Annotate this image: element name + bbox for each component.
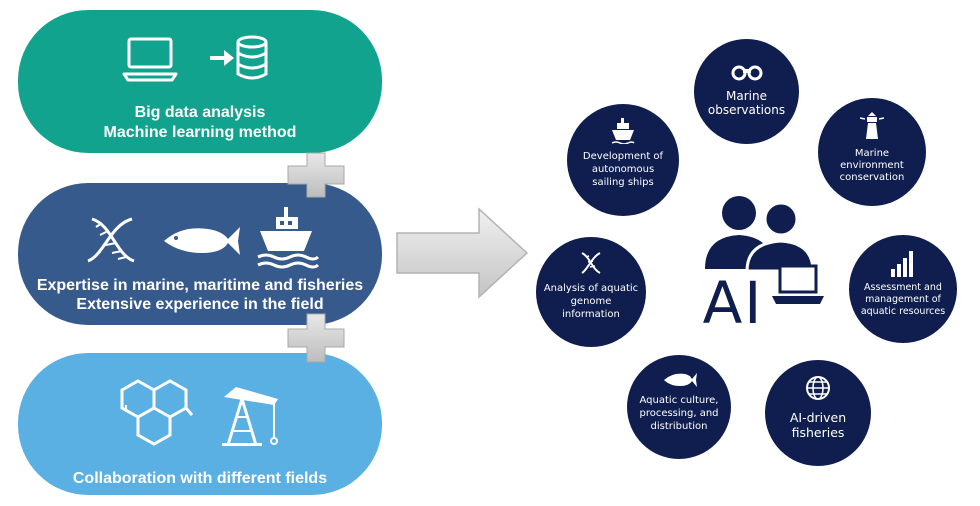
dna-icon [581, 252, 601, 274]
autonomous-circle: Development of autonomous sailing ships [567, 104, 679, 216]
aquatic-culture-line1: Aquatic culture, [639, 395, 719, 406]
people-icon [705, 196, 815, 271]
big-data-pill: Big data analysis Machine learning metho… [18, 10, 382, 153]
ai-fisheries-line1: AI-driven [789, 410, 847, 425]
ship-icon [611, 118, 635, 144]
expertise-line2: Extensive experience in the field [76, 296, 324, 313]
big-data-line1: Big data analysis [134, 104, 266, 121]
assessment-line2: management of [865, 294, 941, 305]
genome-line1: Analysis of aquatic [543, 283, 639, 294]
autonomous-line1: Development of [582, 151, 664, 162]
big-data-line2: Machine learning method [103, 124, 297, 141]
genome-circle: Analysis of aquatic genome information [536, 237, 646, 347]
plus-icon [287, 152, 345, 198]
database-import-icon [210, 35, 268, 80]
assessment-line1: Assessment and [864, 282, 942, 293]
binoculars-icon [731, 65, 763, 81]
collaboration-line1: Collaboration with different fields [72, 470, 328, 487]
arrow-right-icon [396, 207, 529, 299]
ai-fisheries-line2: fisheries [791, 425, 845, 440]
collaboration-pill: Collaboration with different fields [18, 353, 382, 495]
tuna-icon [164, 227, 240, 255]
marine-observations-line1: Marine [726, 89, 767, 103]
ai-fisheries-circle: AI-driven fisheries [765, 360, 871, 466]
marine-observations-circle: Marine observations [694, 39, 799, 144]
oil-pump-icon [222, 387, 278, 446]
globe-icon [806, 376, 830, 400]
marine-observations-line2: observations [707, 103, 786, 117]
aquatic-culture-circle: Aquatic culture, processing, and distrib… [627, 355, 731, 459]
molecule-icon [120, 379, 194, 446]
assessment-line3: aquatic resources [860, 306, 946, 317]
expertise-pill: Expertise in marine, maritime and fisher… [18, 183, 382, 325]
marine-environment-line2: environment [840, 160, 904, 171]
laptop-icon [772, 264, 824, 304]
bar-chart-icon [891, 251, 913, 277]
autonomous-line2: autonomous [591, 164, 655, 175]
marine-environment-line3: conservation [839, 172, 905, 183]
assessment-circle: Assessment and management of aquatic res… [849, 235, 957, 343]
plus-icon [287, 313, 345, 363]
marine-environment-line1: Marine [854, 148, 890, 159]
genome-line2: genome [570, 296, 612, 307]
ai-hub-label: AI [702, 269, 764, 337]
aquatic-culture-line3: distribution [650, 421, 708, 432]
ship-icon [257, 207, 320, 269]
aquatic-culture-line2: processing, and [639, 408, 719, 419]
fish-icon [664, 373, 697, 387]
laptop-icon [122, 37, 178, 82]
expertise-line1: Expertise in marine, maritime and fisher… [36, 277, 364, 294]
lighthouse-icon [860, 112, 884, 139]
marine-environment-circle: Marine environment conservation [818, 98, 926, 206]
autonomous-line3: sailing ships [592, 177, 654, 188]
genome-line3: information [562, 309, 620, 320]
dna-icon [87, 217, 135, 263]
